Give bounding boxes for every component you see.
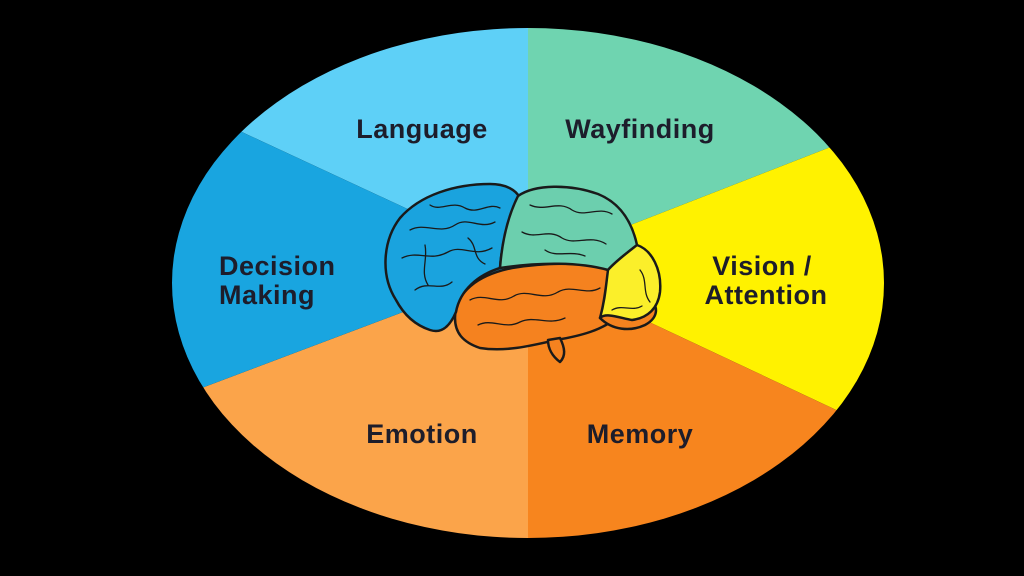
label-decision-making: Decision Making — [219, 251, 344, 310]
brain-gyri — [401, 204, 651, 326]
label-emotion: Emotion — [366, 419, 478, 449]
occipital-lobe — [598, 243, 662, 322]
brainstem — [546, 336, 566, 364]
label-vision-attention: Vision / Attention — [705, 251, 828, 310]
segment-vision-attention — [528, 120, 884, 440]
brain-illustration — [384, 182, 662, 364]
label-language: Language — [356, 114, 488, 144]
segment-decision-making — [172, 80, 528, 415]
label-memory: Memory — [587, 419, 694, 449]
label-wayfinding: Wayfinding — [565, 114, 714, 144]
segment-labels: Language Wayfinding Vision / Attention M… — [219, 114, 827, 449]
